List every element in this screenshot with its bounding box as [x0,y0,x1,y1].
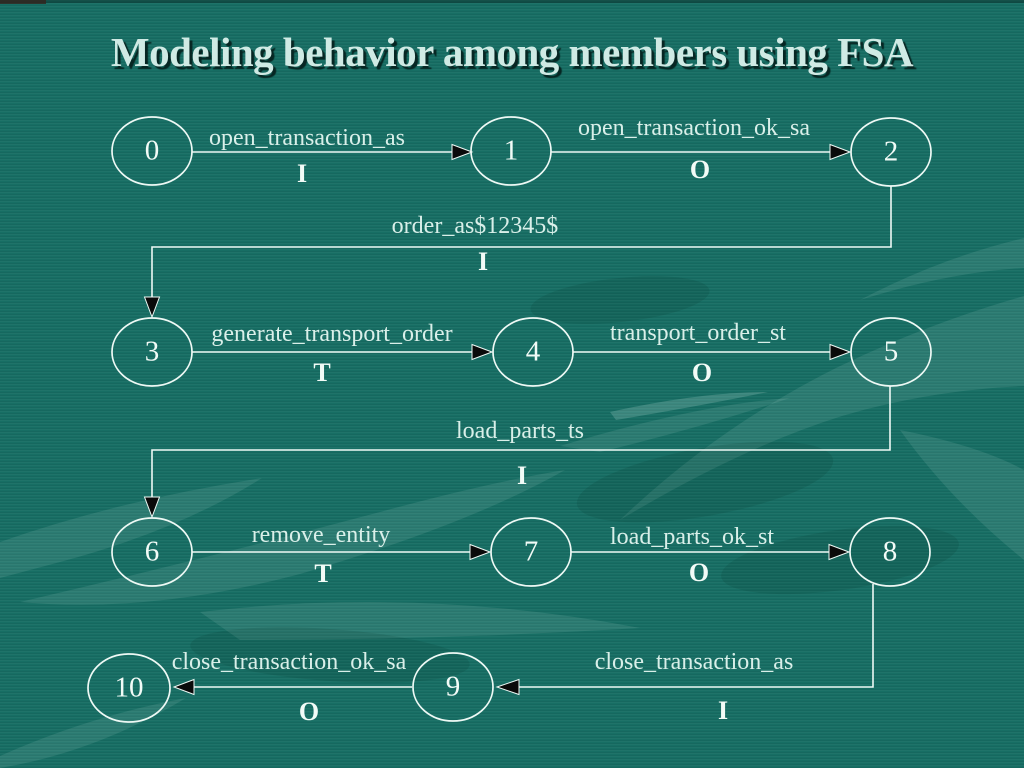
state-8-node [849,517,931,587]
transition-1-2-io: O [689,155,711,184]
slide-title: Modeling behavior among members using FS… [110,29,914,75]
state-9-node [412,652,494,722]
state-6-label: 6 [144,535,160,568]
state-1-node [470,116,552,186]
state-9-label: 9 [445,670,461,703]
state-10-label: 10 [114,671,144,704]
slide-top-corner-artifact [0,0,46,4]
state-8-label: 8 [882,535,898,568]
state-3-label: 3 [144,335,160,368]
transition-6-7-label: remove_entity [251,522,391,548]
arrowhead-into-10 [172,678,195,696]
slide-top-edge [0,0,1024,3]
arrowhead-into-5 [829,343,852,361]
transition-9-10-label: close_transaction_ok_sa [171,649,407,675]
state-6-node [111,517,193,587]
state-5-label: 5 [883,335,899,368]
transition-6-7-io: T [314,559,332,588]
transition-0-1-label: open_transaction_as [209,125,405,151]
state-7-node [490,517,572,587]
transition-9-10-io: O [298,697,320,726]
state-0-node [111,116,193,186]
state-5-node [850,317,932,387]
transition-4-5-label: transport_order_st [610,320,786,346]
arrowhead-into-4 [471,343,494,361]
arrowhead-into-2 [829,143,852,161]
transition-5-6-io: I [516,461,528,490]
edge-5-6 [151,386,891,498]
transition-2-3-label: order_as$12345$ [391,213,559,239]
arrowhead-into-9 [495,678,520,696]
transition-8-9-label: close_transaction_as [594,649,794,675]
state-7-label: 7 [523,535,539,568]
arrowhead-into-1 [451,143,474,161]
transition-7-8-label: load_parts_ok_st [610,524,774,550]
transition-4-5-io: O [691,358,713,387]
arrowhead-into-7 [469,543,492,561]
transition-1-2-label: open_transaction_ok_sa [578,115,810,141]
state-4-label: 4 [525,335,541,368]
edge-8-9 [519,584,874,688]
transition-8-9-io: I [717,696,729,725]
transition-5-6-label: load_parts_ts [456,418,584,444]
transition-3-4-io: T [313,358,331,387]
state-10-node [87,653,171,723]
transition-2-3-io: I [477,247,489,276]
arrowhead-into-6 [143,496,161,519]
arrowhead-into-3 [143,296,161,319]
transition-7-8-io: O [688,558,710,587]
transition-0-1-io: I [296,159,308,188]
state-4-node [492,317,574,387]
edge-2-3 [151,186,892,298]
state-3-node [111,317,193,387]
state-0-label: 0 [144,134,160,167]
state-2-node [850,117,932,187]
arrowhead-into-8 [828,543,851,561]
state-1-label: 1 [503,134,519,167]
state-2-label: 2 [883,135,899,168]
transition-3-4-label: generate_transport_order [211,321,453,347]
